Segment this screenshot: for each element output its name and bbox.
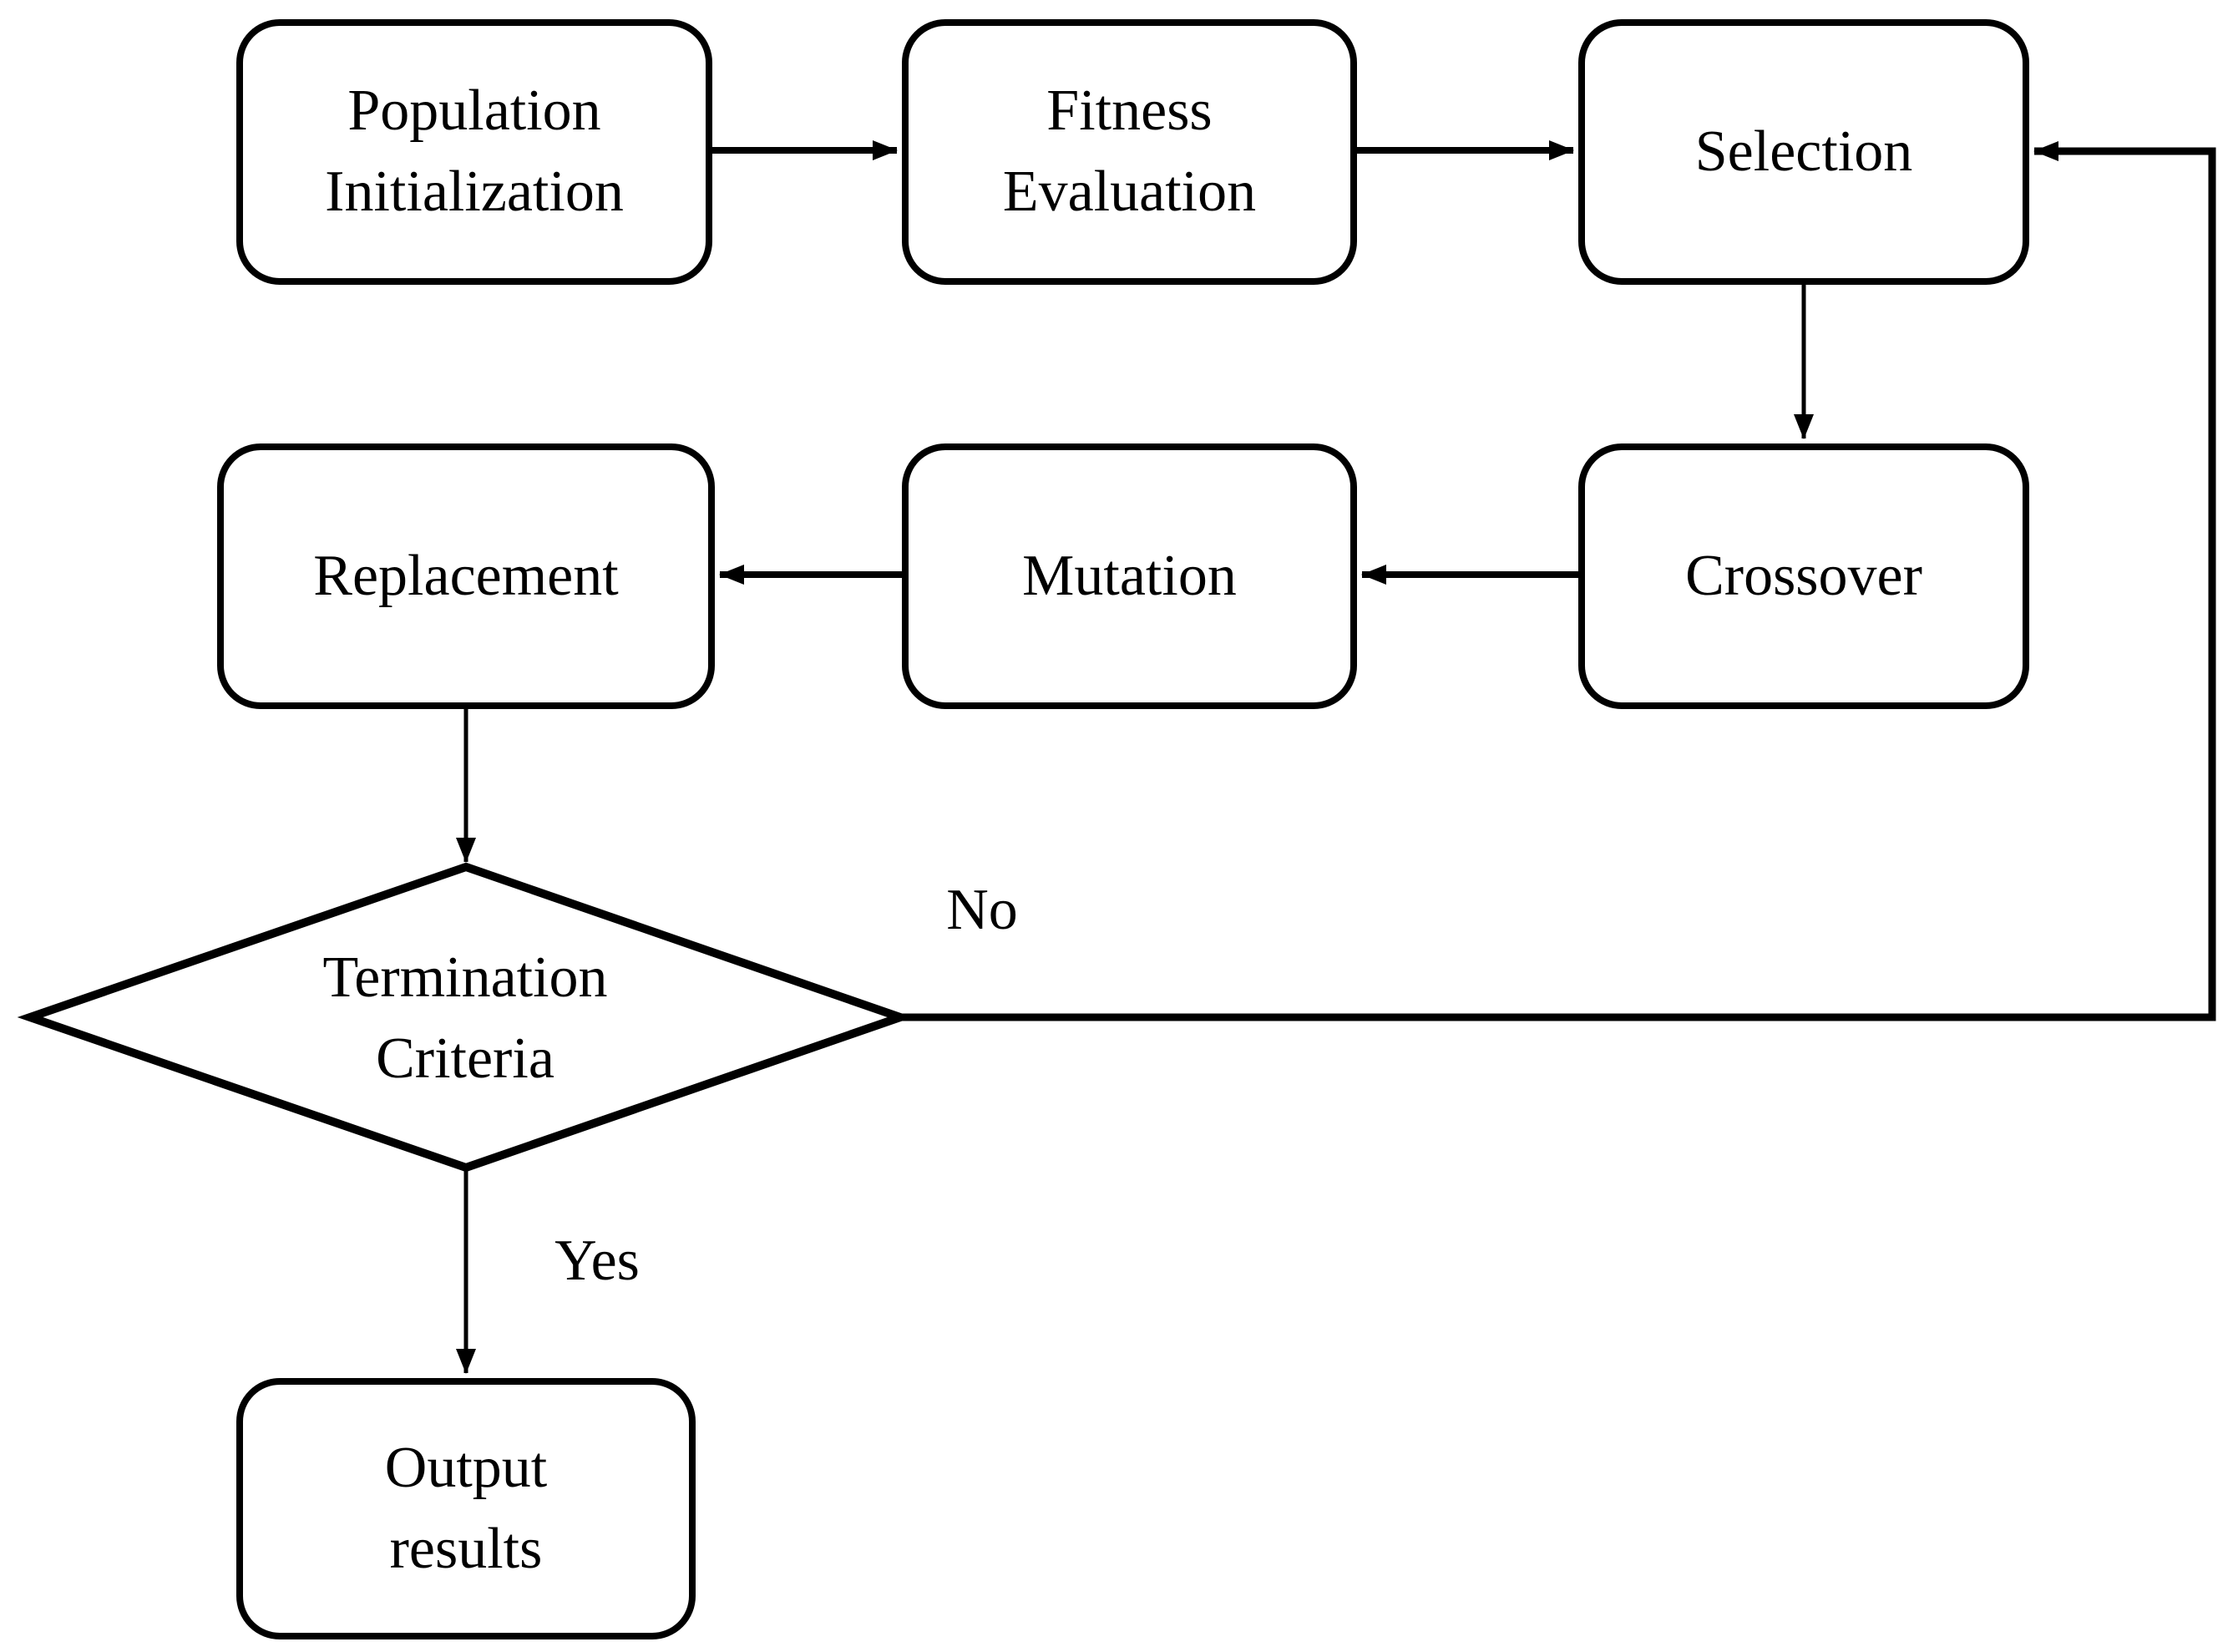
node-output-results: Output results — [236, 1378, 696, 1639]
node-population-initialization: Population Initialization — [236, 19, 712, 285]
node-label: Mutation — [1022, 543, 1237, 608]
node-mutation: Mutation — [902, 443, 1357, 709]
node-label: Crossover — [1685, 543, 1922, 608]
node-label: Replacement — [313, 543, 619, 608]
node-label: Termination — [322, 945, 608, 1010]
node-label: Fitness — [1046, 79, 1213, 144]
node-fitness-evaluation: Fitness Evaluation — [902, 19, 1357, 285]
node-label: Evaluation — [1002, 160, 1257, 224]
node-label: Output — [384, 1435, 548, 1500]
node-selection: Selection — [1578, 19, 2029, 285]
node-label: results — [389, 1516, 543, 1581]
edge-label-yes: Yes — [554, 1229, 640, 1293]
node-termination-criteria: Termination Criteria — [215, 938, 716, 1099]
node-label: Population — [347, 79, 601, 144]
node-label: Initialization — [325, 160, 624, 224]
edge-label-no: No — [946, 878, 1018, 942]
node-label: Selection — [1694, 119, 1913, 184]
node-replacement: Replacement — [217, 443, 715, 709]
decision-diamond-shape — [17, 862, 914, 1173]
node-crossover: Crossover — [1578, 443, 2029, 709]
node-label: Criteria — [376, 1026, 554, 1091]
edge-no-loop — [900, 141, 2216, 1021]
